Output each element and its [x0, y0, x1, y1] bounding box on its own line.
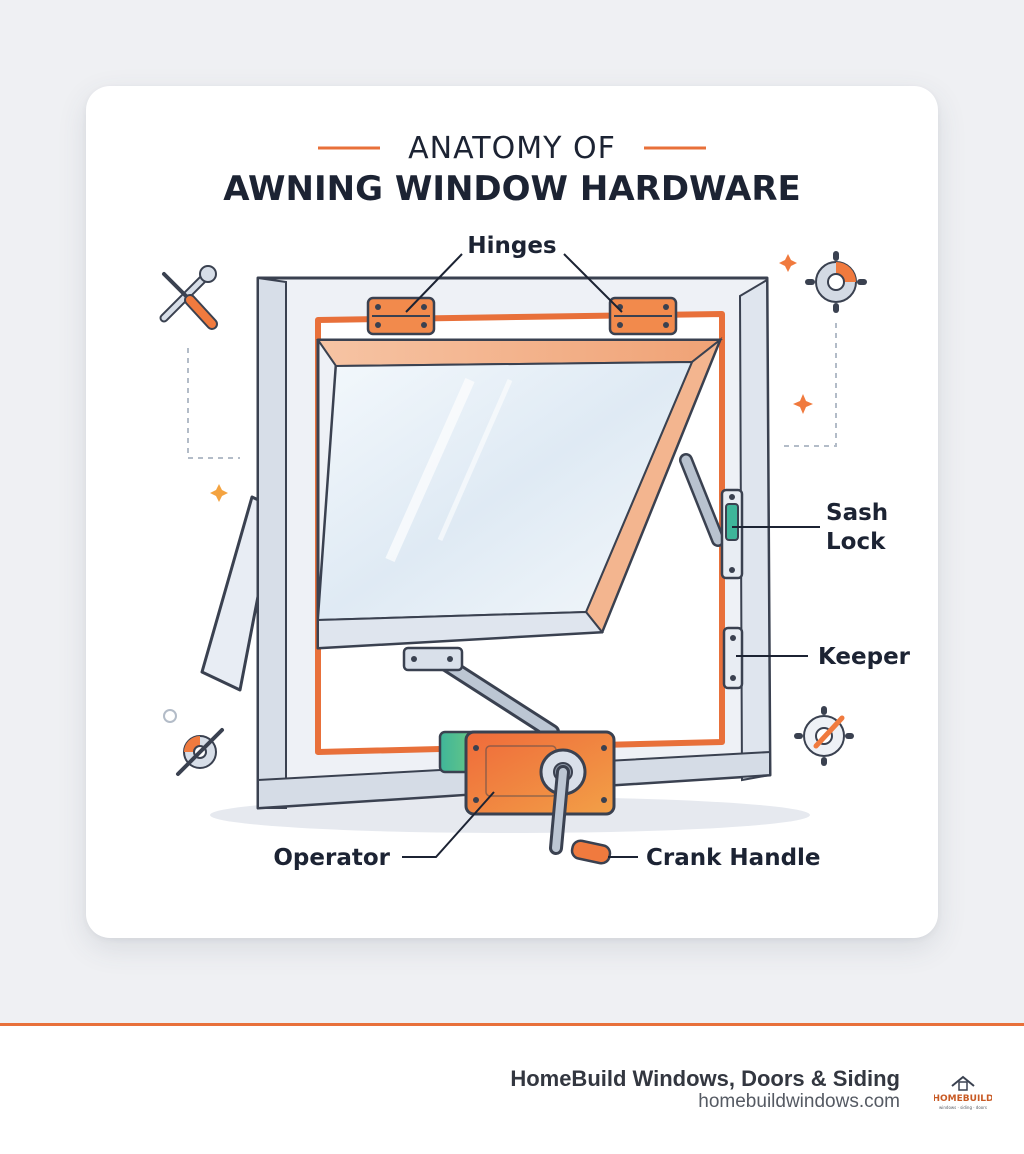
hinge-right [608, 296, 678, 336]
footer-divider [0, 1023, 1024, 1026]
operator-leader [402, 791, 495, 858]
title-line-1: ANATOMY OF [408, 131, 616, 166]
sparkle-icon [779, 254, 797, 272]
footer [0, 1026, 1024, 1154]
crank-handle [539, 748, 612, 865]
label-hinges: Hinges [467, 233, 556, 259]
gear-pencil-icon [794, 706, 854, 766]
wrench-screwdriver-icon [159, 265, 218, 330]
gear-icon [805, 251, 867, 313]
keeper [722, 626, 744, 690]
label-operator: Operator [273, 845, 390, 871]
dot-icon [163, 709, 177, 723]
settings-tools-icon [176, 728, 224, 776]
homebuild-logo: HOMEBUILD windows · siding · doors [934, 1075, 992, 1110]
sparkle-icon [210, 484, 228, 502]
hinge-leader-left [405, 253, 463, 313]
window-sash [316, 336, 723, 650]
logo-tagline: windows · siding · doors [939, 1105, 987, 1110]
sash-lock [720, 488, 744, 580]
title-line-2: AWNING WINDOW HARDWARE [223, 169, 801, 209]
title-block: ANATOMY OF AWNING WINDOW HARDWARE [223, 131, 801, 209]
logo-wordmark: HOMEBUILD [934, 1094, 992, 1104]
company-name: HomeBuild Windows, Doors & Siding [510, 1066, 900, 1091]
sash-lock-arm [679, 453, 725, 547]
hinge-leader-right [563, 253, 623, 313]
window-frame [256, 276, 772, 810]
operator-arm [402, 646, 560, 740]
hinge-left [366, 296, 436, 336]
website-url[interactable]: homebuildwindows.com [698, 1091, 900, 1112]
sparkle-icon [793, 394, 813, 414]
label-keeper: Keeper [818, 644, 911, 670]
operator [438, 730, 616, 816]
callout-lines [402, 253, 820, 858]
label-sash-lock-line2: Lock [826, 529, 886, 555]
frame-right-depth [738, 278, 772, 782]
glass-pane [316, 360, 694, 622]
frame-left-depth [257, 276, 287, 809]
label-sash-lock-line1: Sash [826, 500, 888, 526]
label-crank-handle: Crank Handle [646, 845, 821, 871]
glass-glare [385, 377, 475, 563]
decor-dashed-left [187, 348, 240, 459]
decor-dashed-right [784, 318, 837, 447]
sash-bottom-rail [317, 610, 604, 650]
